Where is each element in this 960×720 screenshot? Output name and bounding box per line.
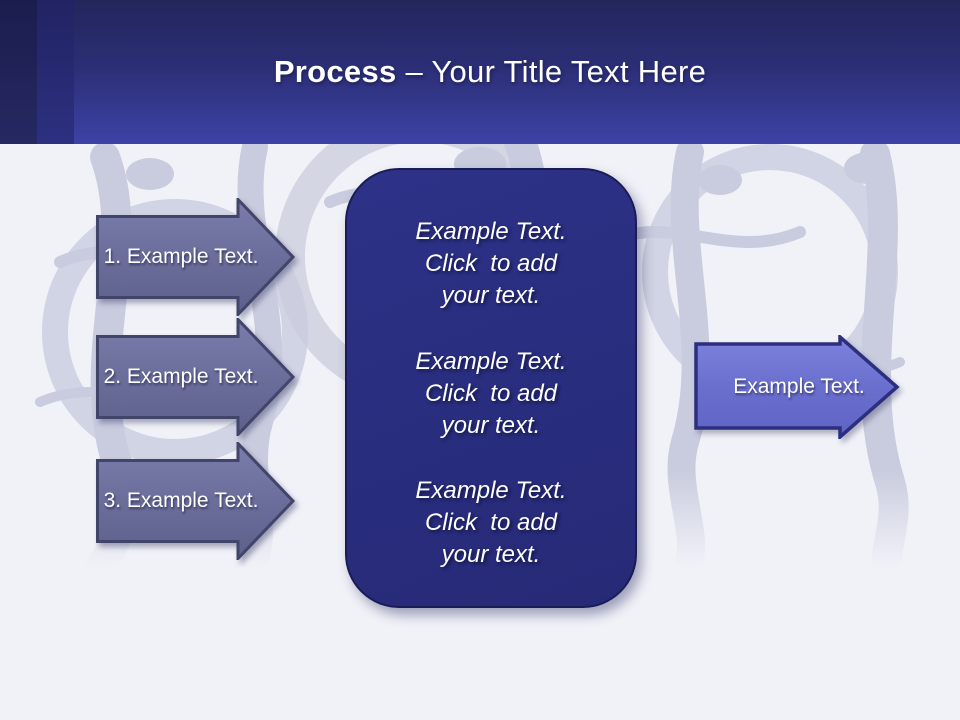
panel-text-block-2[interactable]: Example Text. Click to add your text.	[415, 347, 567, 439]
step-arrow-label-3[interactable]: 3. Example Text.	[103, 489, 259, 512]
output-arrow-label[interactable]: Example Text.	[733, 375, 865, 398]
slide-title[interactable]: Process – Your Title Text Here	[20, 54, 960, 90]
title-bar: Process – Your Title Text Here	[0, 0, 960, 144]
slide-title-keyword: Process	[273, 54, 397, 89]
accent-stripe-mid	[37, 0, 74, 144]
panel-text-block-3[interactable]: Example Text. Click to add your text.	[415, 477, 567, 568]
step-arrow-label-2[interactable]: 2. Example Text.	[103, 365, 259, 388]
step-arrow-1[interactable]	[96, 198, 296, 316]
accent-stripe-dark	[0, 0, 37, 144]
panel-text-block-1[interactable]: Example Text. Click to add your text.	[415, 218, 567, 309]
step-arrow-3[interactable]	[96, 442, 296, 560]
step-arrow-label-1[interactable]: 1. Example Text.	[103, 245, 259, 268]
process-panel[interactable]: Example Text. Click to add your text. Ex…	[345, 168, 637, 608]
output-arrow[interactable]	[694, 335, 902, 439]
step-arrow-2[interactable]	[96, 318, 296, 436]
slide-title-placeholder: – Your Title Text Here	[396, 54, 707, 89]
